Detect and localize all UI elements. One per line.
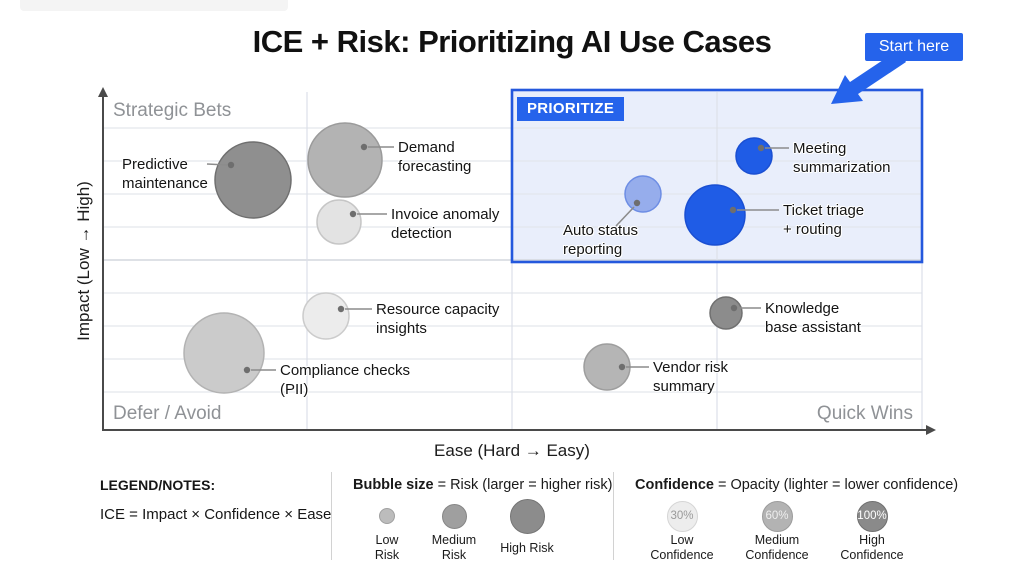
- legend-label-line: Confidence: [840, 548, 904, 562]
- bubble-auto-status-reporting[interactable]: [624, 175, 662, 213]
- legend-confidence-circle-medium-confidence: 60%: [761, 500, 793, 532]
- legend-risk-label-high-risk: High Risk: [482, 541, 572, 556]
- connector-dot-compliance-checks-pii: [243, 366, 251, 374]
- connector-dot-resource-capacity-insights: [337, 305, 345, 313]
- connector-dot-knowledge-base-assistant: [730, 304, 738, 312]
- legend-divider: [613, 472, 614, 560]
- legend-confidence-desc: = Opacity (lighter = lower confidence): [717, 477, 959, 493]
- legend-confidence-circle-low-confidence: 30%: [666, 500, 698, 532]
- legend-bubble-size-desc: = Risk (larger = higher risk): [437, 477, 613, 493]
- legend-label-line: Low: [375, 533, 399, 547]
- bubble-predictive-maintenance[interactable]: [214, 141, 292, 219]
- y-axis-arrow-icon: [98, 87, 108, 97]
- bubble-ticket-triage-routing[interactable]: [684, 184, 746, 246]
- prioritize-zone-border: [510, 88, 924, 264]
- y-axis-label: Impact (Low → High): [74, 181, 93, 341]
- legend-label-line: Medium: [754, 533, 800, 547]
- x-axis-label: Ease (Hard → Easy): [434, 441, 590, 460]
- legend-risk-circle-high-risk: [509, 498, 545, 534]
- bubble-resource-capacity-insights[interactable]: [302, 292, 350, 340]
- legend-label-line: Risk: [441, 548, 467, 562]
- top-edge-smudge: [20, 0, 288, 11]
- bubble-meeting-summarization[interactable]: [735, 137, 773, 175]
- legend-bubble-size-term: Bubble size: [353, 477, 434, 493]
- connector-auto-status-reporting: [615, 206, 635, 227]
- legend-risk-circle-low-risk: [379, 508, 395, 524]
- legend-label-line: Medium: [431, 533, 477, 547]
- prioritize-tag: PRIORITIZE: [517, 97, 625, 121]
- start-here-button[interactable]: Start here: [865, 33, 963, 61]
- bubble-invoice-anomaly-detection[interactable]: [316, 199, 362, 245]
- legend-confidence-circle-high-confidence: 100%: [856, 500, 888, 532]
- bubble-demand-forecasting[interactable]: [307, 122, 383, 198]
- legend-title: LEGEND/NOTES:: [100, 477, 216, 493]
- bubble-compliance-checks-pii[interactable]: [183, 312, 265, 394]
- connector-dot-vendor-risk-summary: [618, 363, 626, 371]
- bubble-knowledge-base-assistant[interactable]: [709, 296, 743, 330]
- x-axis-arrow-icon: [926, 425, 936, 435]
- connector-dot-predictive-maintenance: [227, 161, 235, 169]
- legend-label-line: Risk: [374, 548, 400, 562]
- connector-dot-meeting-summarization: [757, 144, 765, 152]
- start-here-arrow-icon: [831, 50, 906, 104]
- legend-label-line: Low: [670, 533, 694, 547]
- legend-label-line: High: [859, 533, 885, 547]
- legend-bubble-size-header: Bubble size= Risk (larger = higher risk): [353, 477, 612, 493]
- connector-dot-auto-status-reporting: [633, 199, 641, 207]
- legend-confidence-header: Confidence= Opacity (lighter = lower con…: [635, 477, 958, 493]
- legend-label-line: Confidence: [650, 548, 714, 562]
- legend-label-line: Confidence: [745, 548, 809, 562]
- legend-ice-formula: ICE = Impact × Confidence × Ease: [100, 506, 332, 523]
- connector-predictive-maintenance: [206, 163, 228, 166]
- page-title: ICE + Risk: Prioritizing AI Use Cases: [252, 24, 772, 59]
- legend-divider: [331, 472, 332, 560]
- legend-risk-circle-medium-risk: [441, 503, 467, 529]
- connector-dot-ticket-triage-routing: [729, 206, 737, 214]
- connector-dot-demand-forecasting: [360, 143, 368, 151]
- legend-confidence-term: Confidence: [635, 477, 714, 493]
- legend-label-line: High Risk: [500, 541, 554, 555]
- connector-dot-invoice-anomaly-detection: [349, 210, 357, 218]
